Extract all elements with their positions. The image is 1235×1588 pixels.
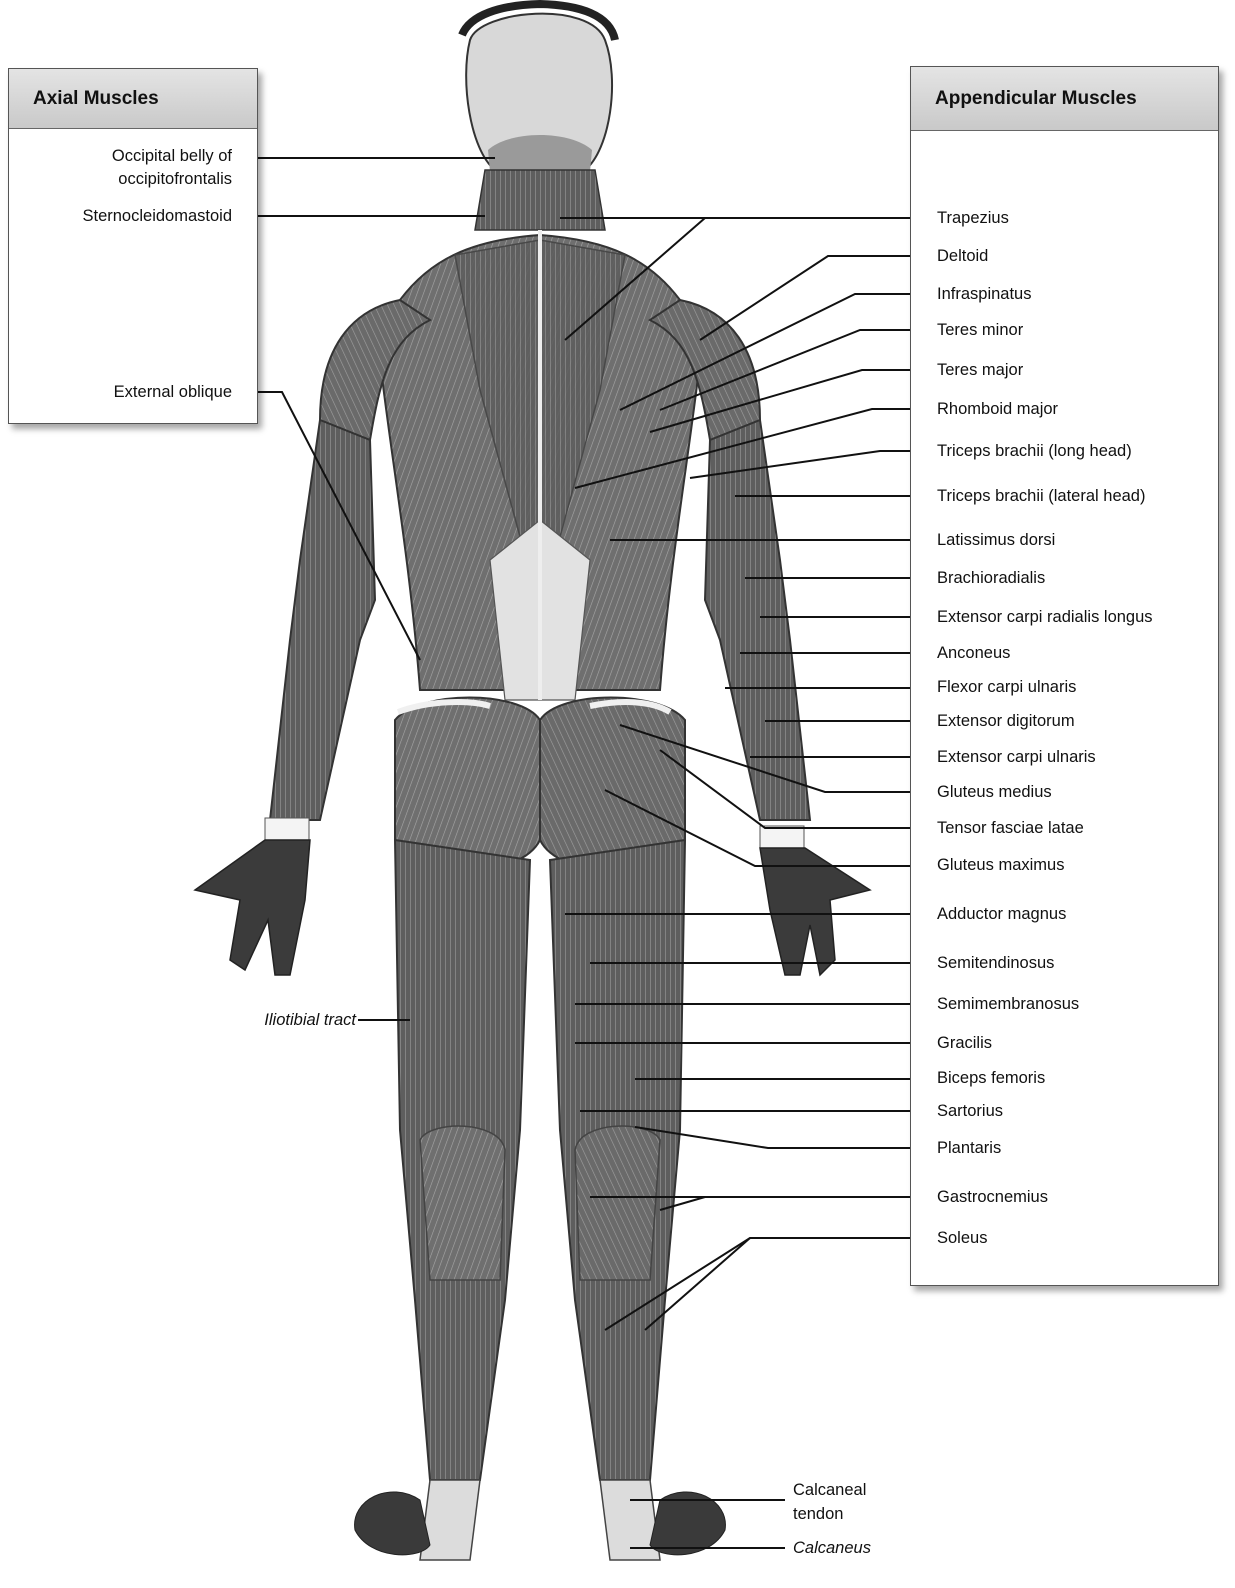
label-occipital-belly: Occipital belly of occipitofrontalis <box>112 146 232 189</box>
figure-gluteals <box>395 698 685 871</box>
appendicular-panel-header: Appendicular Muscles <box>911 67 1218 131</box>
appendicular-panel-title: Appendicular Muscles <box>935 88 1137 110</box>
leader-deltoid <box>700 256 920 340</box>
figure-left-leg <box>355 840 530 1560</box>
label-sternocleidomastoid: Sternocleidomastoid <box>83 206 233 226</box>
axial-panel-header: Axial Muscles <box>9 69 257 129</box>
label-gastrocnemius: Gastrocnemius <box>937 1187 1048 1207</box>
label-plantaris: Plantaris <box>937 1138 1001 1158</box>
label-deltoid: Deltoid <box>937 246 988 266</box>
axial-panel-title: Axial Muscles <box>33 88 159 110</box>
figure-right-leg <box>550 840 725 1560</box>
label-soleus: Soleus <box>937 1228 987 1248</box>
label-extensor-carpi-radialis-longus: Extensor carpi radialis longus <box>937 607 1153 627</box>
label-calcaneal-tendon: Calcaneal tendon <box>793 1478 866 1526</box>
label-extensor-digitorum: Extensor digitorum <box>937 711 1075 731</box>
label-triceps-brachii-lateral-head: Triceps brachii (lateral head) <box>937 486 1145 506</box>
label-sartorius: Sartorius <box>937 1101 1003 1121</box>
label-adductor-magnus: Adductor magnus <box>937 904 1066 924</box>
label-biceps-femoris: Biceps femoris <box>937 1068 1045 1088</box>
label-gracilis: Gracilis <box>937 1033 992 1053</box>
label-gluteus-maximus: Gluteus maximus <box>937 855 1064 875</box>
axial-muscles-panel: Axial Muscles <box>8 68 258 424</box>
label-flexor-carpi-ulnaris: Flexor carpi ulnaris <box>937 677 1076 697</box>
label-gluteus-medius: Gluteus medius <box>937 782 1052 802</box>
label-rhomboid-major: Rhomboid major <box>937 399 1058 419</box>
label-trapezius: Trapezius <box>937 208 1009 228</box>
label-semitendinosus: Semitendinosus <box>937 953 1054 973</box>
figure-head <box>462 4 615 172</box>
label-anconeus: Anconeus <box>937 643 1010 663</box>
label-iliotibial-tract: Iliotibial tract <box>264 1010 356 1030</box>
label-triceps-brachii-long-head: Triceps brachii (long head) <box>937 441 1132 461</box>
label-semimembranosus: Semimembranosus <box>937 994 1079 1014</box>
label-infraspinatus: Infraspinatus <box>937 284 1031 304</box>
figure-right-arm <box>705 420 870 975</box>
figure-left-arm <box>195 420 375 975</box>
figure-torso <box>380 230 700 700</box>
label-extensor-carpi-ulnaris: Extensor carpi ulnaris <box>937 747 1096 767</box>
label-teres-major: Teres major <box>937 360 1023 380</box>
label-calcaneus: Calcaneus <box>793 1538 871 1558</box>
figure-neck <box>475 170 605 230</box>
label-brachioradialis: Brachioradialis <box>937 568 1045 588</box>
label-teres-minor: Teres minor <box>937 320 1023 340</box>
label-tensor-fasciae-latae: Tensor fasciae latae <box>937 818 1084 838</box>
label-external-oblique: External oblique <box>114 382 232 402</box>
label-latissimus-dorsi: Latissimus dorsi <box>937 530 1055 550</box>
